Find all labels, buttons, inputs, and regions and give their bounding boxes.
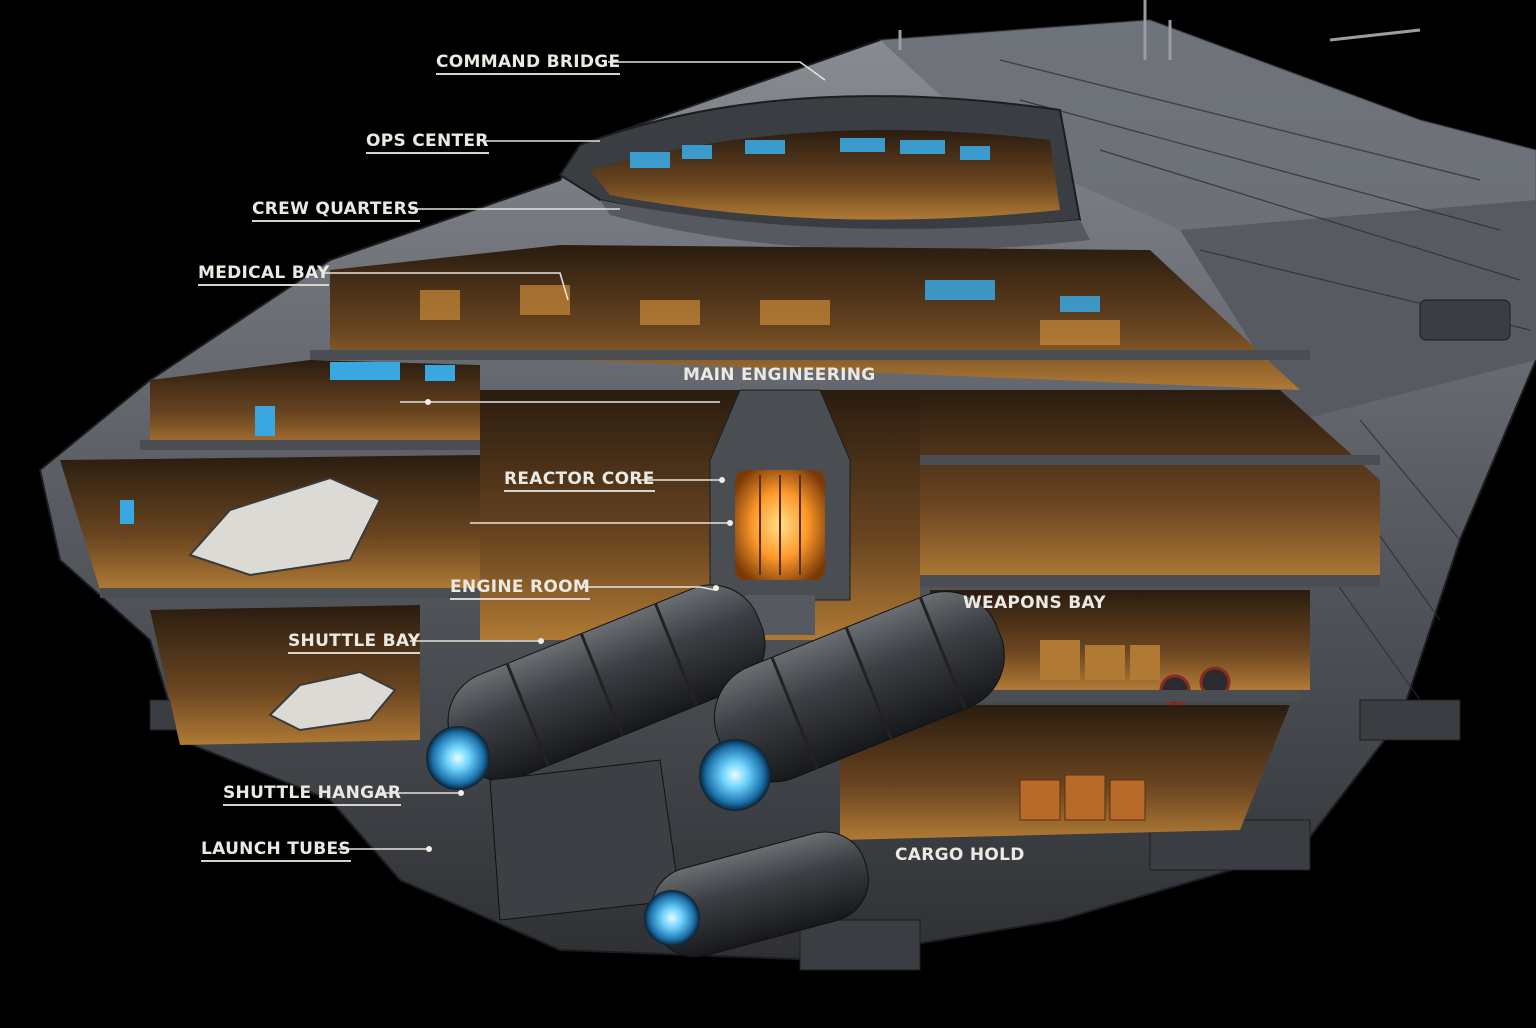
shuttle-upper xyxy=(188,476,382,577)
label-cargo-hold: CARGO HOLD xyxy=(895,845,1025,865)
label-weapons-bay: WEAPONS BAY xyxy=(963,593,1106,613)
label-ops-center: OPS CENTER xyxy=(366,131,489,154)
label-medical-bay: MEDICAL BAY xyxy=(198,263,330,286)
engine-glow-lower xyxy=(644,890,700,946)
shuttle-lower xyxy=(268,670,397,732)
right-decks xyxy=(840,390,1380,840)
cargo-hold-area xyxy=(840,705,1290,840)
shuttle-bays xyxy=(60,455,480,745)
weapons-bay-area xyxy=(930,590,1310,690)
bridge-section xyxy=(558,95,1090,251)
label-engine-room: ENGINE ROOM xyxy=(450,577,591,600)
label-shuttle-hangar: SHUTTLE HANGAR xyxy=(223,783,402,806)
engine-nacelles xyxy=(426,584,1005,958)
medical-deck xyxy=(140,360,490,450)
label-reactor-core: REACTOR CORE xyxy=(504,469,655,492)
leader-lines xyxy=(322,61,826,852)
engine-glow-left xyxy=(426,726,490,790)
label-command-bridge: COMMAND BRIDGE xyxy=(436,52,621,75)
label-crew-quarters: CREW QUARTERS xyxy=(252,199,420,222)
label-shuttle-bay: SHUTTLE BAY xyxy=(288,631,421,654)
crew-quarters-deck xyxy=(310,245,1310,390)
label-launch-tubes: LAUNCH TUBES xyxy=(201,839,351,862)
engine-glow-center xyxy=(699,739,771,811)
label-main-engineering: MAIN ENGINEERING xyxy=(683,365,876,385)
